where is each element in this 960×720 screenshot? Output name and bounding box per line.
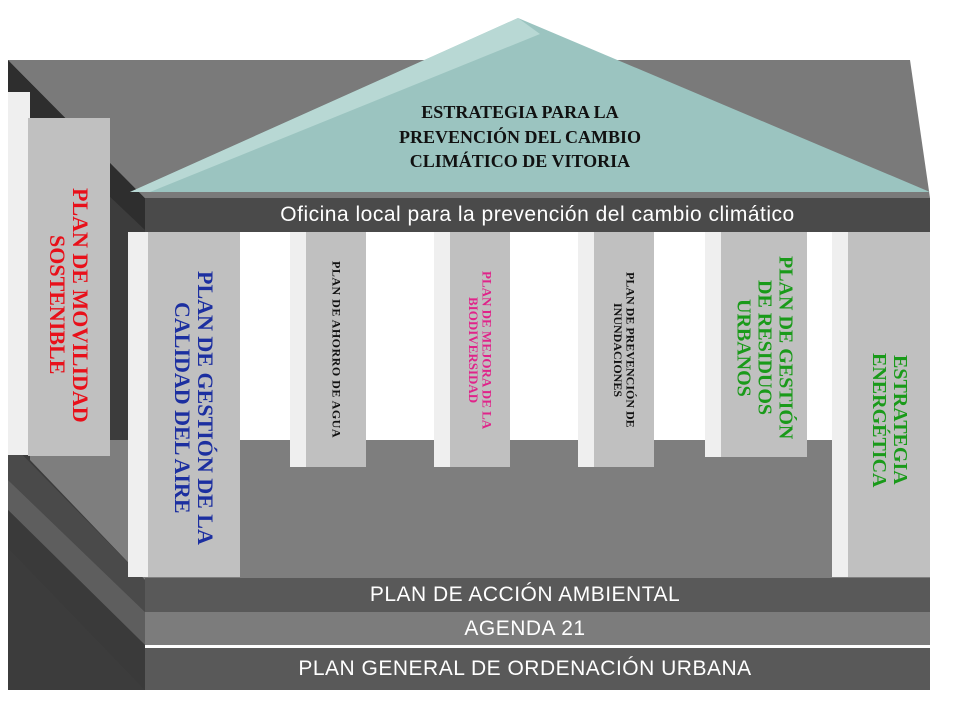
column-label-inundaciones: PLAN DE PREVENCIÓN DE INUNDACIONES	[611, 272, 638, 428]
column-label-ahorro-agua: PLAN DE AHORRO DE AGUA	[329, 261, 344, 439]
architrave-band	[145, 198, 930, 232]
roof-title: ESTRATEGIA PARA LA PREVENCIÓN DEL CAMBIO…	[340, 92, 700, 182]
roof-title-line: ESTRATEGIA PARA LA	[421, 101, 619, 122]
step-side-3	[8, 510, 145, 690]
column-1-shade	[8, 92, 30, 455]
column-6-body	[721, 232, 807, 457]
column-3-shade	[290, 232, 308, 467]
column-4-shade	[434, 232, 452, 467]
roof-title-line: PREVENCIÓN DEL CAMBIO	[398, 126, 642, 147]
roof-pediment-shade	[130, 18, 540, 192]
column-2-body	[148, 232, 240, 577]
column-label-biodiversidad: PLAN DE MEJORA DE LA BIODIVERSIDAD	[466, 270, 495, 430]
roof-pediment	[130, 18, 930, 192]
column-4-body	[450, 232, 510, 467]
column-label-calidad-aire: PLAN DE GESTIÓN DE LA CALIDAD DEL AIRE	[170, 270, 219, 545]
column-5-shade	[578, 232, 596, 467]
column-7-body	[848, 232, 930, 577]
column-1-body	[28, 118, 110, 456]
column-label-movilidad: PLAN DE MOVILIDAD SOSTENIBLE	[45, 187, 94, 423]
column-label-residuos: PLAN DE GESTIÓN DE RESIDUOS URBANOS	[732, 255, 797, 440]
column-label-energetica: ESTRATEGIA ENERGÉTICA	[868, 352, 911, 488]
column-2-shade	[128, 232, 148, 577]
step-side-2	[8, 480, 145, 645]
temple-floor	[30, 440, 930, 580]
column-7-shade	[832, 232, 850, 577]
column-5-body	[594, 232, 654, 467]
column-6-shade	[705, 232, 723, 457]
step-front-2	[145, 612, 930, 645]
step-label-ordenacion-urbana: PLAN GENERAL DE ORDENACIÓN URBANA	[298, 657, 752, 680]
roof-title-line: CLIMÁTICO DE VITORIA	[409, 151, 631, 172]
column-3-body	[306, 232, 366, 467]
step-label-agenda-21: AGENDA 21	[464, 616, 586, 640]
temple-back-area	[145, 232, 930, 440]
step-front-1	[145, 578, 930, 612]
step-front-3	[145, 648, 930, 690]
architrave-label: Oficina local para la prevención del cam…	[280, 203, 795, 226]
step-label-accion-ambiental: PLAN DE ACCIÓN AMBIENTAL	[369, 583, 681, 606]
step-side-1	[8, 440, 145, 612]
